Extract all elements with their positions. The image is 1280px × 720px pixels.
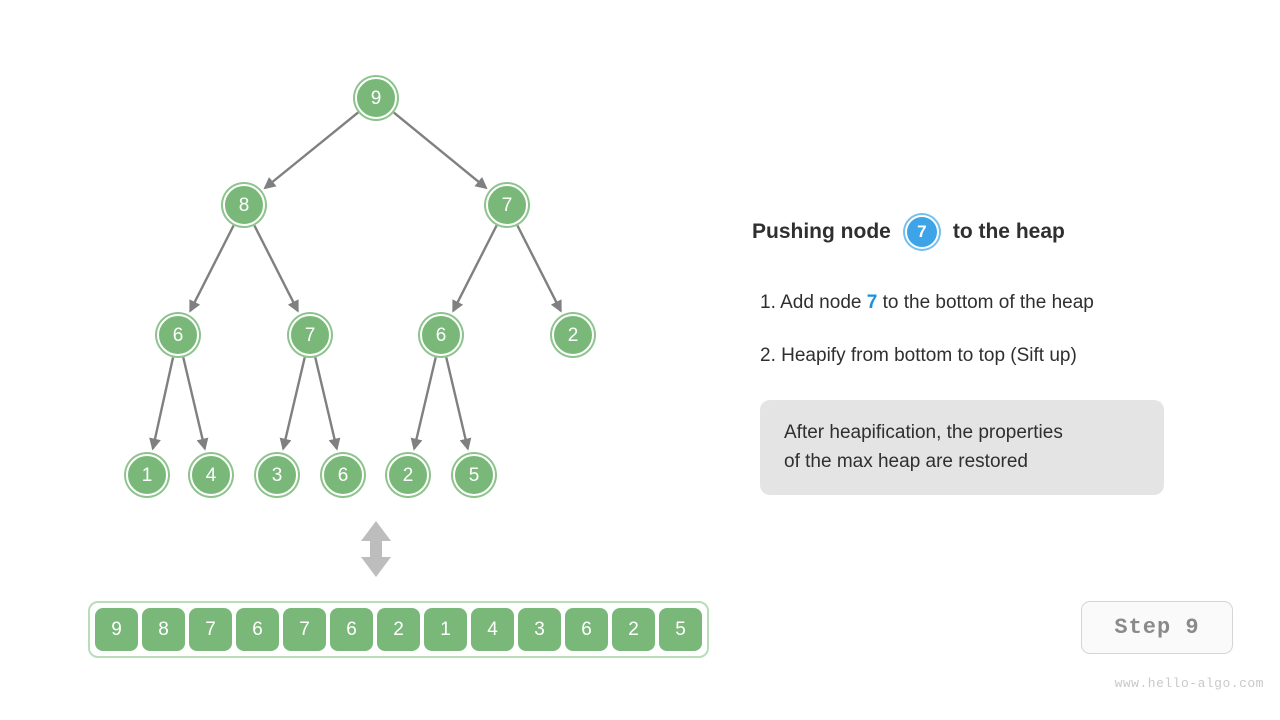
tree-edge [182, 357, 209, 451]
step-1-after: to the bottom of the heap [882, 292, 1094, 313]
note-line-2: of the max heap are restored [784, 451, 1028, 473]
info-panel: Pushing node 7 to the heap 1. Add node 7… [752, 0, 1272, 720]
array-cell: 7 [283, 608, 326, 651]
tree-edge [452, 224, 498, 313]
tree-node: 2 [552, 314, 594, 356]
array-cell: 8 [142, 608, 185, 651]
heading-prefix: Pushing node [752, 220, 891, 243]
tree-node: 7 [486, 184, 528, 226]
array-cell: 5 [659, 608, 702, 651]
step-2-before: Heapify from bottom to top (Sift up) [781, 345, 1077, 366]
array-cell: 9 [95, 608, 138, 651]
array-cell: 6 [236, 608, 279, 651]
tree-node: 4 [190, 454, 232, 496]
tree-node: 9 [355, 77, 397, 119]
array-cell: 6 [565, 608, 608, 651]
step-1-before: Add node [780, 292, 862, 313]
tree-node: 8 [223, 184, 265, 226]
tree-edge [314, 357, 341, 451]
tree-node: 3 [256, 454, 298, 496]
watermark: www.hello-algo.com [1114, 676, 1264, 691]
array-cell: 3 [518, 608, 561, 651]
tree-edge [189, 224, 235, 313]
double-arrow-icon [361, 521, 391, 577]
tree-edge [253, 224, 299, 313]
array-cell: 2 [377, 608, 420, 651]
heading-suffix: to the heap [952, 220, 1065, 243]
tree-node: 6 [322, 454, 364, 496]
instruction-step-1: 1. Add node 7 to the bottom of the heap [760, 292, 1094, 314]
tree-node: 2 [387, 454, 429, 496]
array-cell: 6 [330, 608, 373, 651]
array-cell: 1 [424, 608, 467, 651]
tree-node: 6 [157, 314, 199, 356]
instruction-step-2: 2. Heapify from bottom to top (Sift up) [760, 345, 1077, 367]
step-1-highlight: 7 [866, 292, 878, 313]
note-line-1: After heapification, the properties [784, 422, 1063, 443]
note-box: After heapification, the properties of t… [760, 400, 1164, 495]
tree-node: 7 [289, 314, 331, 356]
page-title: Pushing node 7 to the heap [752, 215, 1065, 249]
step-1-number: 1. [760, 292, 776, 313]
tree-node: 1 [126, 454, 168, 496]
tree-node: 5 [453, 454, 495, 496]
tree-edge [516, 224, 562, 313]
step-badge: Step 9 [1081, 601, 1233, 654]
tree-edges-layer [149, 111, 562, 451]
pushed-node-badge: 7 [904, 215, 939, 249]
tree-edge [149, 357, 175, 451]
tree-edge [279, 357, 306, 451]
tree-edge [445, 357, 472, 451]
step-2-number: 2. [760, 345, 776, 366]
array-cell: 4 [471, 608, 514, 651]
array-cell: 2 [612, 608, 655, 651]
tree-edge [263, 111, 359, 190]
tree-edge [410, 357, 437, 451]
tree-edge [393, 111, 488, 190]
array-cell: 7 [189, 608, 232, 651]
tree-node: 6 [420, 314, 462, 356]
